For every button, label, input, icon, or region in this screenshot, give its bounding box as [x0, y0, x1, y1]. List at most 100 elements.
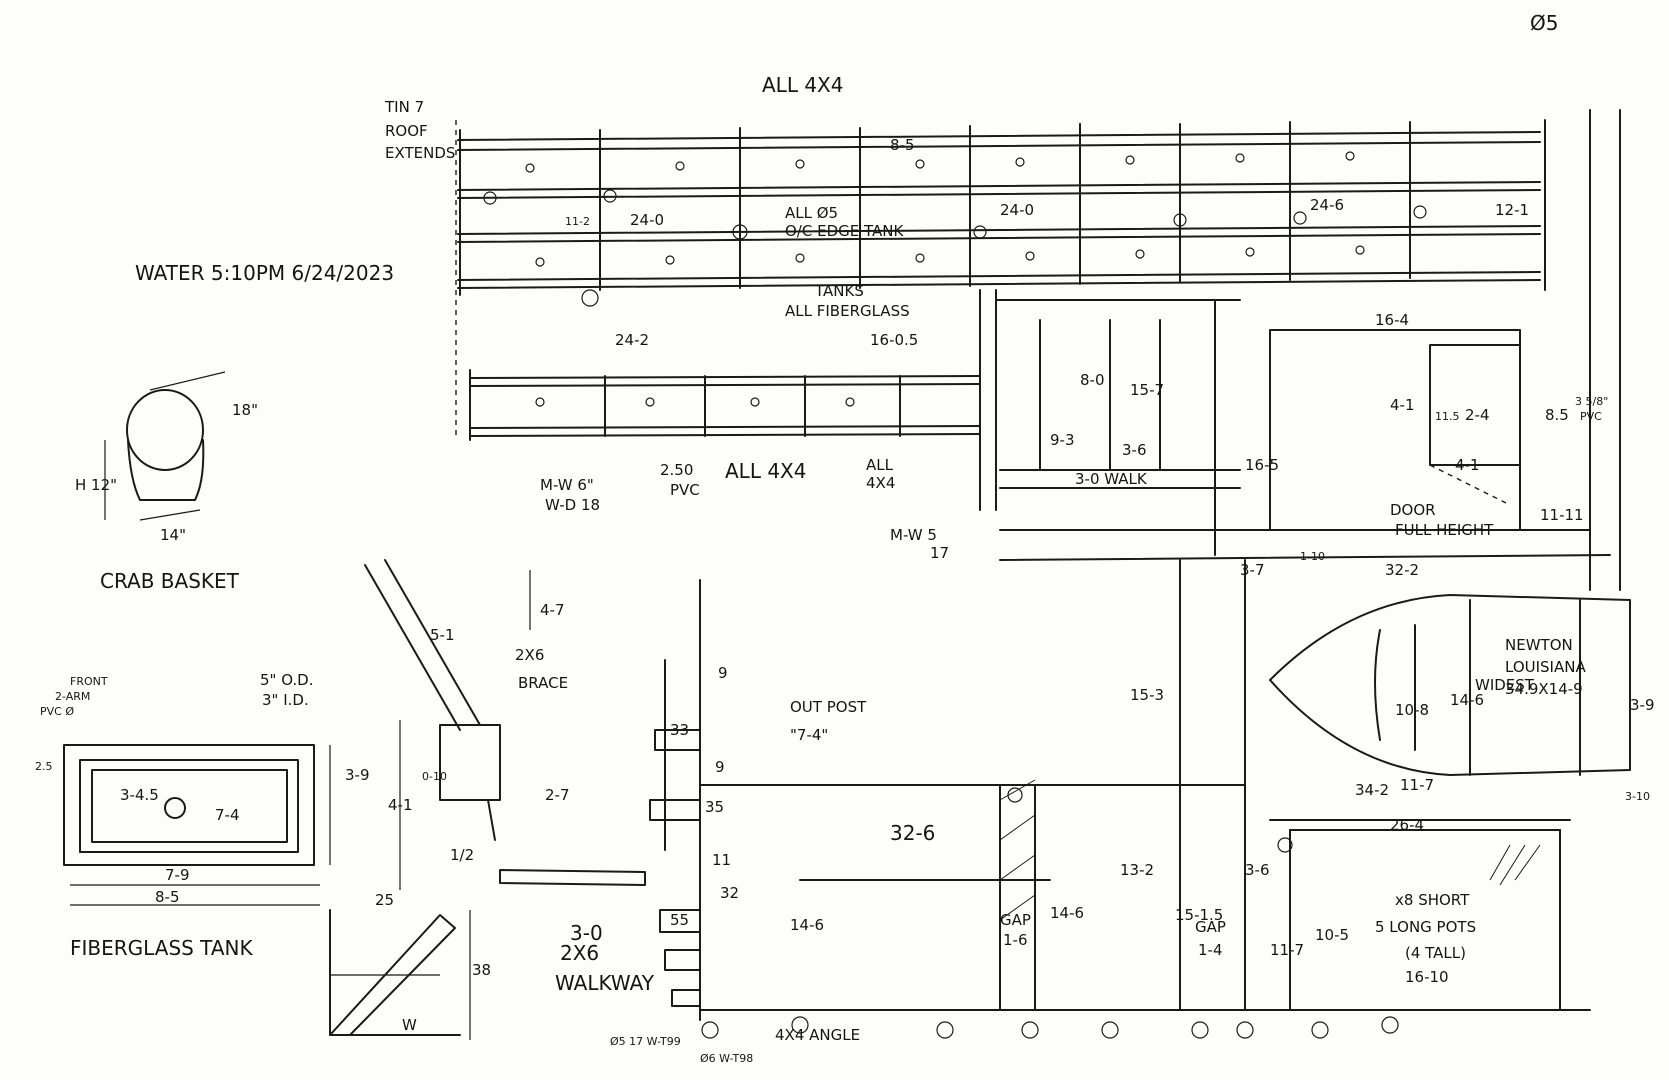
dim-d74: 7-4	[215, 806, 240, 824]
dimension-labels: 24-0 24-0 24-6 11-2 8-5 24-2 16-0.5 12-1…	[35, 136, 1655, 1065]
pvc-note-2: PVC	[670, 481, 700, 499]
brace-drawing	[364, 559, 646, 886]
dim-d157: 15-7	[1130, 381, 1164, 399]
dim-d85b: 8-5	[155, 888, 180, 906]
dim-mid2: 16-0.5	[870, 331, 918, 349]
ladder-column	[649, 659, 701, 1007]
dim-t2: Ø6 W-T98	[700, 1052, 753, 1065]
dim-d164: 16-4	[1375, 311, 1409, 329]
mw6-note-1: M-W 6"	[540, 476, 594, 494]
dim-d38: 38	[472, 961, 491, 979]
roof-note-3: EXTENDS	[385, 144, 455, 162]
pvc358-note-2: PVC	[1580, 410, 1602, 423]
gap1-note-2: 1-6	[1003, 931, 1028, 949]
fiberglass-tank-drawing	[63, 720, 401, 906]
angle-note: 4X4 ANGLE	[775, 1026, 860, 1044]
dim-d27: 2-7	[545, 786, 570, 804]
dim-c9: 9	[718, 664, 728, 682]
dim-d1515: 15-1.5	[1175, 906, 1223, 924]
dim-d37: 3-7	[1240, 561, 1265, 579]
dim-d153: 15-3	[1130, 686, 1164, 704]
dim-t1: Ø5 17 W-T99	[610, 1035, 681, 1048]
dim-d39b: 3-9	[345, 766, 370, 784]
o5-note: Ø5	[1530, 11, 1558, 35]
gap2-note-2: 1-4	[1198, 941, 1223, 959]
dim-d36b: 3-6	[1245, 861, 1270, 879]
dim-d79: 7-9	[165, 866, 190, 884]
dim-top3: 24-6	[1310, 196, 1344, 214]
dim-c11: 11	[712, 851, 731, 869]
pots-note-3: (4 TALL)	[1405, 944, 1466, 962]
brace-note-2: BRACE	[518, 674, 568, 692]
dim-d117b: 11-7	[1270, 941, 1304, 959]
dim-d342: 34-2	[1355, 781, 1389, 799]
od-note: 5" O.D.	[260, 671, 314, 689]
dim-mid1: 24-2	[615, 331, 649, 349]
walk-area	[995, 109, 1621, 591]
dim-row8: 8-5	[890, 136, 915, 154]
walkway-note-3: WALKWAY	[555, 971, 655, 995]
pvc-note-1: 2.50	[660, 461, 693, 479]
crab-basket-label: CRAB BASKET	[100, 569, 240, 593]
pvc-front-note-3: FRONT	[70, 675, 108, 688]
dim-d24: 2-4	[1465, 406, 1490, 424]
angle-sketch	[329, 909, 471, 1040]
dim-d80: 8-0	[1080, 371, 1105, 389]
fiberglass-tank-label: FIBERGLASS TANK	[70, 936, 253, 960]
id-note: 3" I.D.	[262, 691, 309, 709]
dim-d25: 25	[375, 891, 394, 909]
dim-w: W	[402, 1016, 417, 1034]
tanks-note-2: ALL FIBERGLASS	[785, 302, 910, 320]
door-note-1: DOOR	[1390, 501, 1436, 519]
dim-d51: 5-1	[430, 626, 455, 644]
pots-note-2: 5 LONG POTS	[1375, 918, 1476, 936]
outpost-note-1: OUT POST	[790, 698, 867, 716]
newton-note-3: 34.9X14-9	[1505, 680, 1583, 698]
dim-d47: 4-7	[540, 601, 565, 619]
dim-d41b: 4-1	[1455, 456, 1480, 474]
bottom-posts	[701, 787, 1399, 1039]
lower-dock	[699, 559, 1591, 1021]
all4x4-mid-note: ALL 4X4	[725, 459, 806, 483]
dim-v11: 11-2	[565, 215, 590, 228]
outpost-note-2: "7-4"	[790, 726, 828, 744]
dim-d345: 3-4.5	[120, 786, 159, 804]
dim-d1310: 3-10	[1625, 790, 1650, 803]
dim-d326: 32-6	[890, 821, 935, 845]
dim-top2: 24-0	[1000, 201, 1034, 219]
roof-note-1: TIN 7	[384, 98, 424, 116]
pvc358-note-1: 3 5/8"	[1575, 395, 1608, 408]
all05-note-2: O/C EDGE TANK	[785, 222, 904, 240]
all05-note-1: ALL Ø5	[785, 204, 838, 222]
dim-d264: 26-4	[1390, 816, 1424, 834]
gap1-note-1: GAP	[1000, 911, 1031, 929]
dim-d146b: 14-6	[1050, 904, 1084, 922]
boat-outline	[1269, 594, 1631, 776]
roof-note-2: ROOF	[385, 122, 428, 140]
dim-c35: 35	[705, 798, 724, 816]
crab-basket-drawing	[104, 371, 226, 521]
mw6-note-2: W-D 18	[545, 496, 600, 514]
dim-d110: 1-10	[1300, 550, 1325, 563]
newton-note-2: LOUISIANA	[1505, 658, 1586, 676]
walkway-note-2: 2X6	[560, 941, 599, 965]
dim-c9b: 9	[715, 758, 725, 776]
dim-h12: H 12"	[75, 476, 117, 494]
all4x4-mid2-note-2: 4X4	[866, 474, 895, 492]
pvc-front-note-1: PVC Ø	[40, 705, 74, 718]
dim-d117: 11-7	[1400, 776, 1434, 794]
dim-d146: 14-6	[1450, 691, 1484, 709]
mw5-note-1: M-W 5	[890, 526, 937, 544]
top-tank-rows	[455, 119, 1546, 440]
door-note-2: FULL HEIGHT	[1395, 521, 1494, 539]
dim-c55: 55	[670, 911, 689, 929]
dim-d85: 8.5	[1545, 406, 1569, 424]
middle-tank-row	[469, 289, 997, 511]
dim-d1075: 10-5	[1315, 926, 1349, 944]
all4x4-top-note: ALL 4X4	[762, 73, 843, 97]
pots-note-4: 16-10	[1405, 968, 1449, 986]
newton-note-1: NEWTON	[1505, 636, 1573, 654]
walkway-note-1: 3-0	[570, 921, 603, 945]
